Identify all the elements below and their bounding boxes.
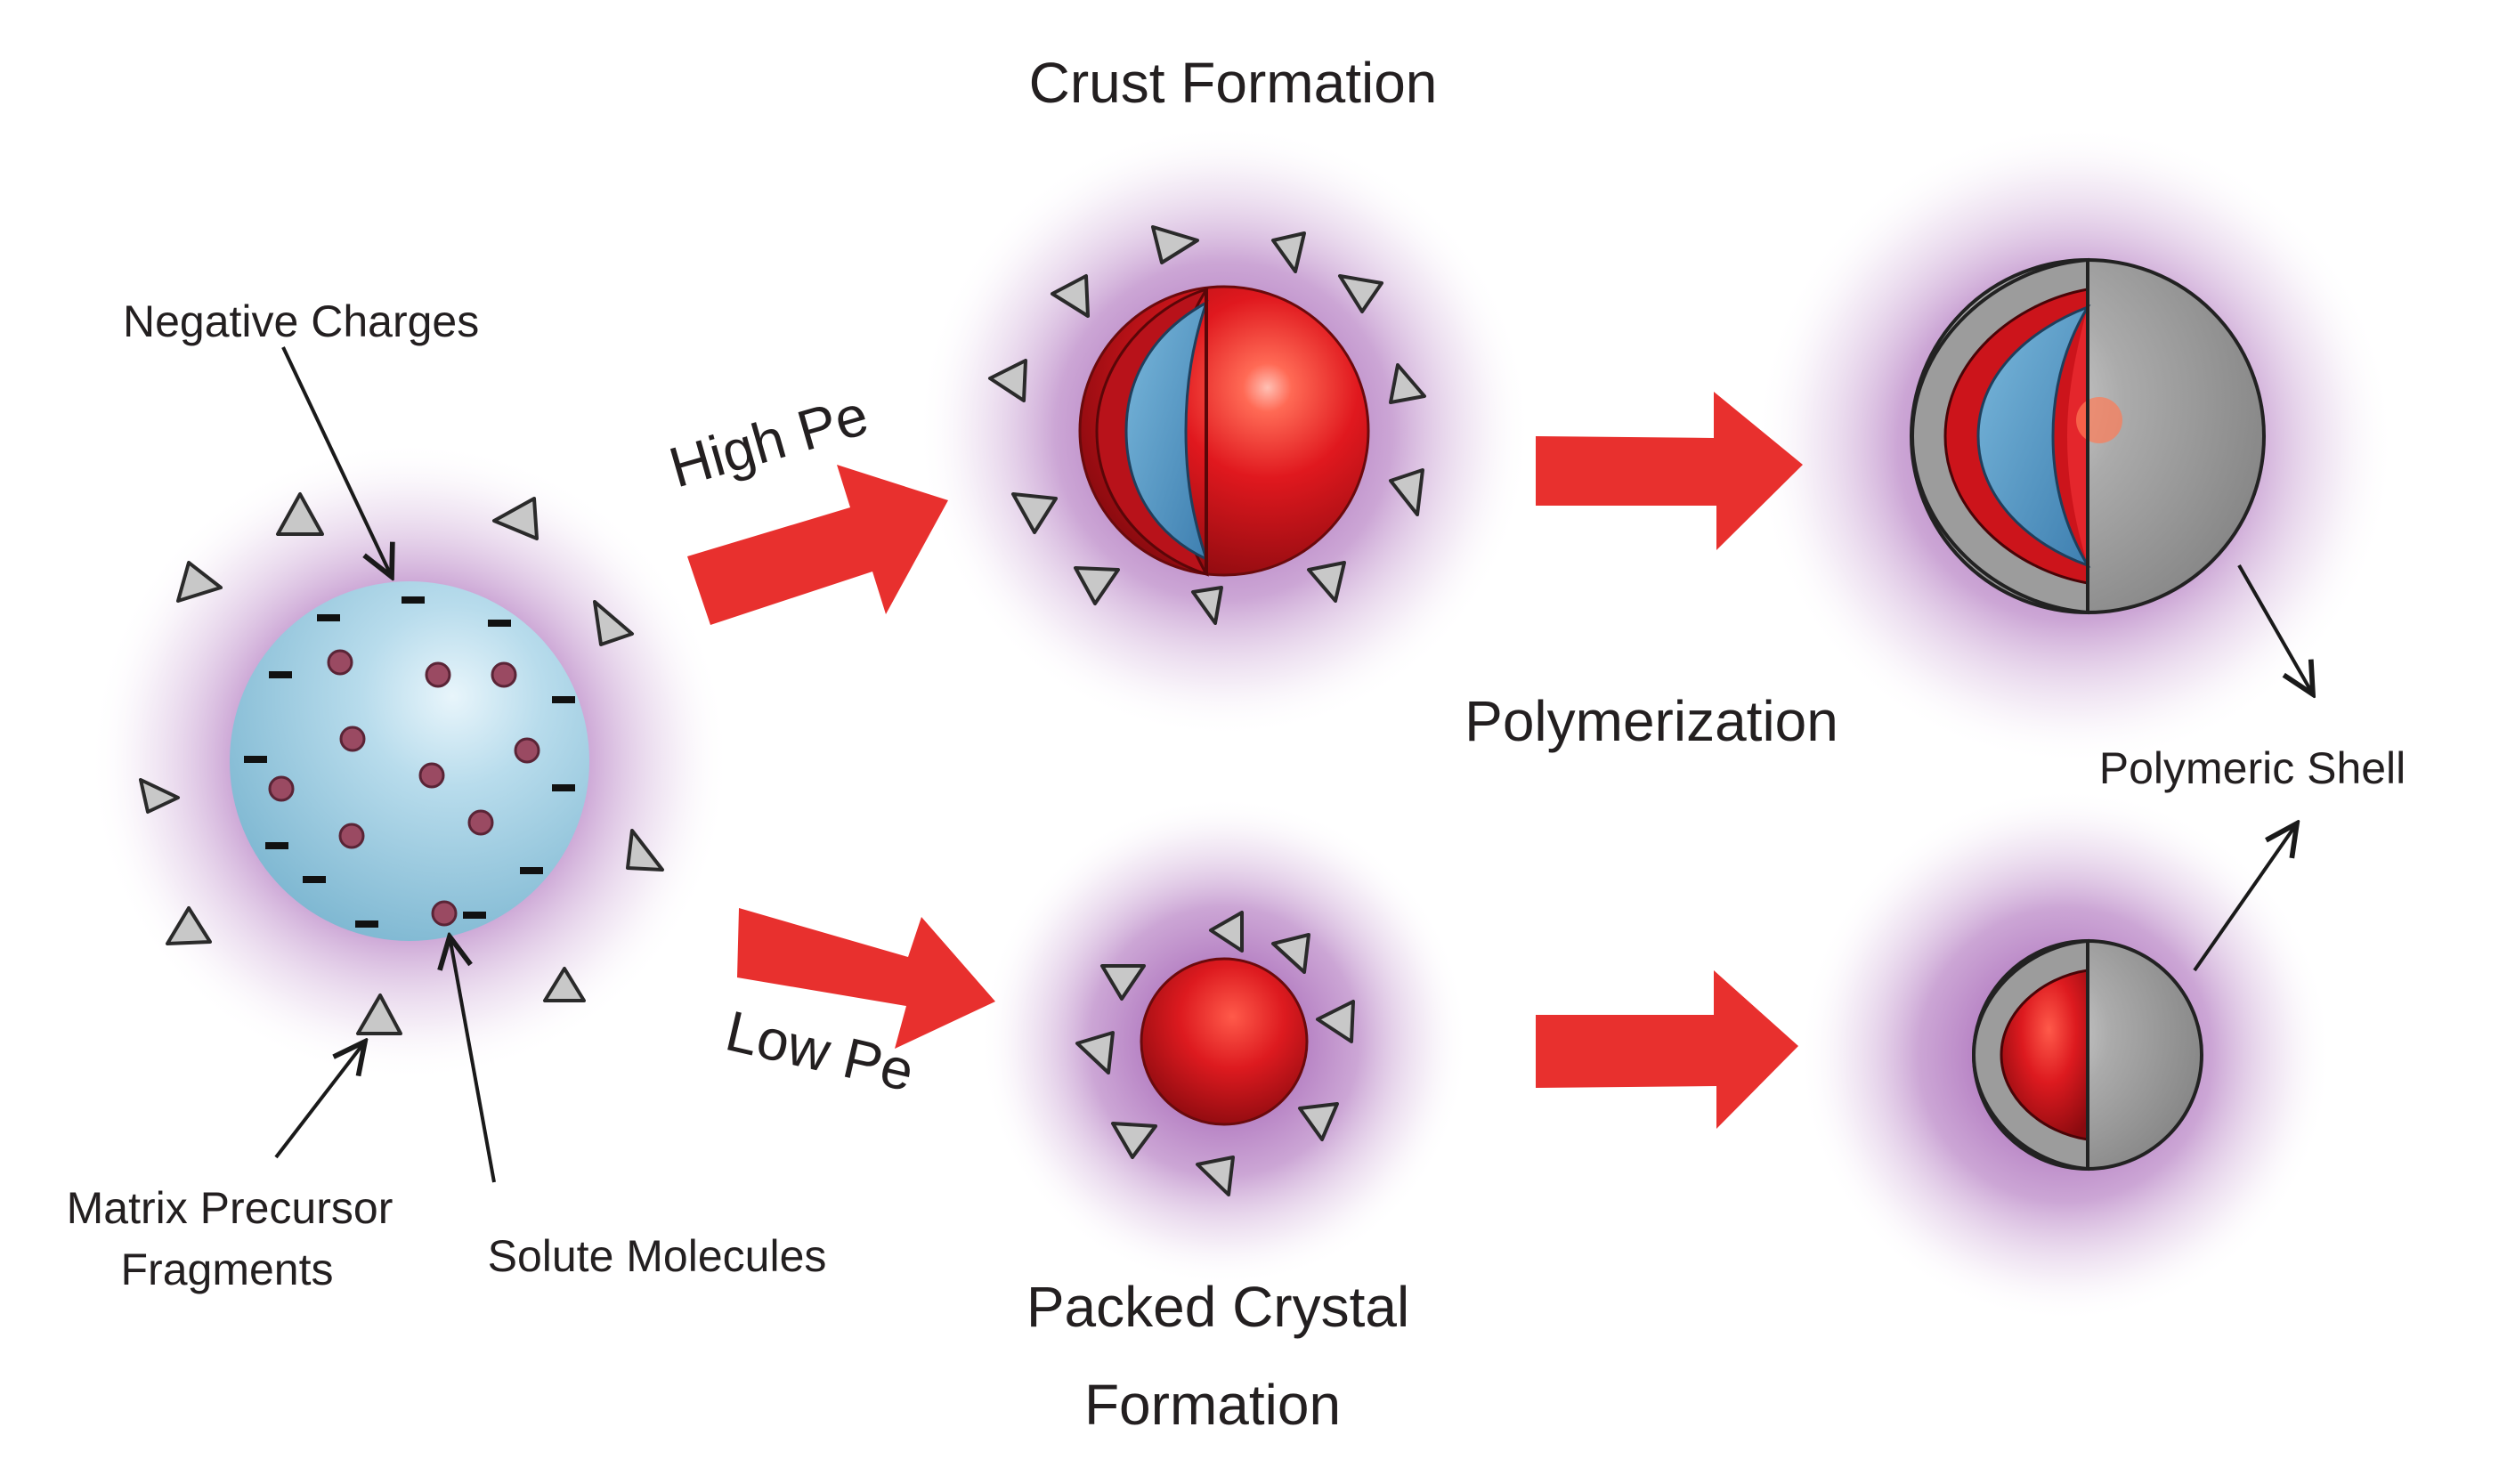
packed-charge-markers <box>1075 911 1355 1196</box>
fragment-triangle <box>593 600 634 646</box>
fragment-triangle <box>356 993 402 1035</box>
fragment-triangle <box>1074 566 1120 605</box>
polymeric-shell-pointer-top <box>2237 564 2313 694</box>
solute-molecule <box>491 661 517 688</box>
solute-molecule <box>338 823 365 849</box>
matrix-fragments-pointer <box>274 1042 365 1159</box>
fragment-triangle <box>1307 561 1346 603</box>
solute-molecule <box>327 649 353 676</box>
solute-molecule <box>431 900 458 927</box>
polymerization-arrow-bottom <box>1536 970 1798 1129</box>
fragment-triangle <box>988 359 1027 402</box>
fragment-triangle <box>166 906 212 945</box>
crust-charge-markers <box>988 225 1426 625</box>
shell-cutaway-blue-core <box>1976 304 2091 568</box>
label-packed-crystal-line1: Packed Crystal <box>1026 1275 1409 1339</box>
solute-molecule <box>514 737 540 764</box>
polymerized-crust-group <box>1754 125 2395 766</box>
fragment-triangle <box>1271 933 1310 974</box>
fragment-triangle <box>1011 492 1058 534</box>
solute-molecules-pointer <box>450 937 496 1183</box>
fragment-triangle <box>1075 1031 1115 1074</box>
solute-molecule <box>268 775 295 802</box>
fragment-triangle <box>139 778 180 814</box>
fragment-triangle <box>1196 1156 1235 1196</box>
solute-molecule <box>425 661 451 688</box>
label-low-pe: Low Pe <box>720 998 920 1103</box>
label-solute-molecules: Solute Molecules <box>488 1231 827 1281</box>
negative-charges-pointer <box>281 346 392 577</box>
solute-molecules <box>268 649 540 927</box>
polymerized-crystal-group <box>1798 788 2333 1322</box>
solute-molecule <box>467 809 494 836</box>
low-pe-arrow <box>737 908 995 1049</box>
fragment-triangle <box>1298 1102 1339 1141</box>
label-matrix-precursor-line1: Matrix Precursor <box>67 1183 393 1233</box>
label-crust-formation: Crust Formation <box>1029 51 1438 115</box>
high-pe-arrow <box>687 465 948 625</box>
packed-droplet <box>1140 957 1309 1126</box>
fragment-triangle <box>1271 231 1306 273</box>
label-polymerization: Polymerization <box>1464 689 1838 753</box>
matrix-precursor-fragments <box>139 492 664 1035</box>
crust-formation-group <box>917 124 1531 738</box>
label-negative-charges: Negative Charges <box>123 296 479 346</box>
polymeric-shell-pointer-bottom <box>2193 823 2297 972</box>
fragment-triangle <box>626 829 664 872</box>
fragment-triangle <box>1191 586 1223 625</box>
solute-molecule <box>418 762 445 789</box>
fragment-triangle <box>1151 225 1199 264</box>
label-packed-crystal-line2: Formation <box>1084 1373 1341 1437</box>
shell-red-glint <box>2076 397 2122 443</box>
fragment-triangle <box>1100 964 1146 1001</box>
fragment-triangle <box>543 967 586 1002</box>
fragment-triangle <box>1316 1000 1355 1043</box>
fragment-triangle <box>1051 274 1090 318</box>
solute-molecule <box>339 726 366 752</box>
fragment-triangle <box>1389 468 1424 516</box>
polymerization-arrow-top <box>1536 392 1803 550</box>
fragment-triangle <box>1209 911 1244 953</box>
shell-cutaway-red-highlight <box>2067 307 2088 565</box>
fragment-triangle <box>176 561 223 603</box>
fragment-triangle <box>1389 363 1426 404</box>
fragment-triangle <box>276 492 324 536</box>
fragment-triangle <box>1111 1122 1157 1159</box>
negative-charge-markers <box>244 596 575 928</box>
initial-droplet <box>230 581 589 941</box>
label-matrix-precursor-line2: Fragments <box>121 1245 334 1294</box>
packed-crystal-group <box>979 797 1469 1286</box>
label-polymeric-shell: Polymeric Shell <box>2099 743 2406 793</box>
fragment-triangle <box>492 497 539 540</box>
small-shell-red-core <box>2000 969 2089 1141</box>
fragment-triangle <box>1338 274 1383 313</box>
initial-droplet-group <box>89 441 730 1082</box>
